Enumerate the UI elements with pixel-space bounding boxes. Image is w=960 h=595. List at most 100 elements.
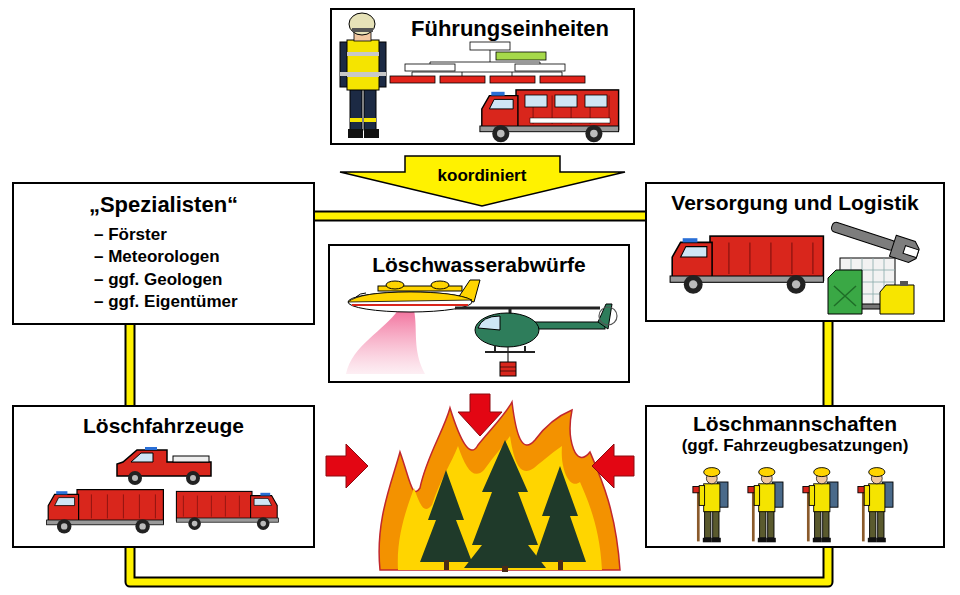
commander-figure [352,28,373,32]
commander-figure [378,72,386,76]
jerrycan-yellow [880,281,914,314]
connector [130,548,828,582]
commander-figure [364,88,376,130]
water-bomber [356,293,366,297]
org-chart [390,76,435,83]
command-vehicle [530,118,610,123]
connector-outline [130,548,828,582]
command-vehicle [480,90,619,142]
list-item: – Meteorologen [14,246,313,268]
commander-figure [350,88,362,130]
forest-fire [464,440,546,568]
connector-outline [125,325,136,405]
commander-figure [349,13,375,35]
logistics-box: Versorgung und Logistik [645,182,945,322]
connector [828,322,829,405]
helicopter [500,367,516,371]
jerrycan-green [828,270,862,314]
helicopter [485,351,535,353]
org-chart [490,50,491,62]
helicopter [455,304,617,376]
org-chart [430,62,540,63]
water-bomber [352,304,468,306]
firefighter-crew [693,468,728,543]
forest-fire [558,560,563,570]
org-chart [470,42,510,50]
org-chart [490,76,535,83]
list-item: – ggf. Geologen [14,269,313,291]
connector-outline [315,211,645,222]
jerrycan-yellow [900,281,908,286]
command-vehicle [480,90,619,142]
forest-fire [379,402,620,572]
attack-arrow [592,444,634,488]
vehicles-box: Löschfahrzeuge [12,405,315,548]
water-bomber [348,292,472,302]
pickup-vehicle [117,447,211,485]
org-chart [412,72,413,76]
box-title: Löschmannschaften [647,411,943,436]
wrench [830,221,896,251]
org-chart [512,72,513,76]
commander-figure [347,52,379,56]
helicopter [599,307,617,325]
water-bomber [386,281,404,289]
specialists-box: „Spezialisten“ – Förster– Meteorologen– g… [12,182,315,325]
helicopter [494,346,496,352]
commander-figure [348,129,363,138]
water-drop-spray [346,310,425,374]
forest-fire [534,466,586,562]
box-title: Löschfahrzeuge [14,413,313,438]
helicopter [507,347,508,362]
jerrycan-green [834,286,856,306]
box-title: „Spezialisten“ [14,192,313,218]
org-chart [515,64,565,71]
helicopter [500,362,516,376]
org-chart [462,72,463,76]
jerrycan-yellow [880,285,914,314]
list-item: – Förster [14,224,313,246]
fire-truck [176,491,278,530]
org-chart [405,64,455,71]
org-chart [440,76,485,83]
connector-outline [823,322,834,405]
supply-truck [670,236,823,294]
org-chart [412,72,562,73]
forest-fire [444,560,449,570]
box-title: Löschwasserabwürfe [330,252,628,277]
commander-figure [340,13,386,138]
box-title: Führungseinheiten [387,16,633,42]
command-box: Führungseinheiten [330,8,635,145]
box-subtitle: (ggf. Fahrzeugbesatzungen) [647,436,943,456]
wrench [903,246,919,258]
supply-truck [670,236,823,294]
org-chart [540,76,585,83]
jerrycan-green [828,270,862,314]
flow-label: koordiniert [400,166,564,186]
crews-box: Löschmannschaften(ggf. Fahrzeugbesatzung… [645,405,945,548]
attack-arrow [458,394,502,436]
forest-fire [398,436,602,570]
pickup-vehicle [117,447,211,485]
connector-line [825,322,832,405]
firefighter-crew [803,468,838,543]
connector-line [130,548,828,582]
forest-fire [379,402,620,570]
coordination-arrow [340,156,625,206]
connector-line [315,213,645,220]
command-vehicle [525,95,547,107]
commander-figure [364,129,379,138]
org-chart [562,72,563,76]
connector [130,325,131,405]
box-title: Versorgung und Logistik [647,190,943,215]
connector [315,216,645,217]
firefighter-crew [748,468,783,543]
helicopter [524,346,526,352]
commander-figure [364,118,376,122]
commander-figure [347,72,379,77]
water-bomber [431,281,449,289]
tanker-truck [47,490,164,534]
helicopter [530,322,605,329]
commander-figure [340,72,348,76]
org-chart [390,42,585,83]
